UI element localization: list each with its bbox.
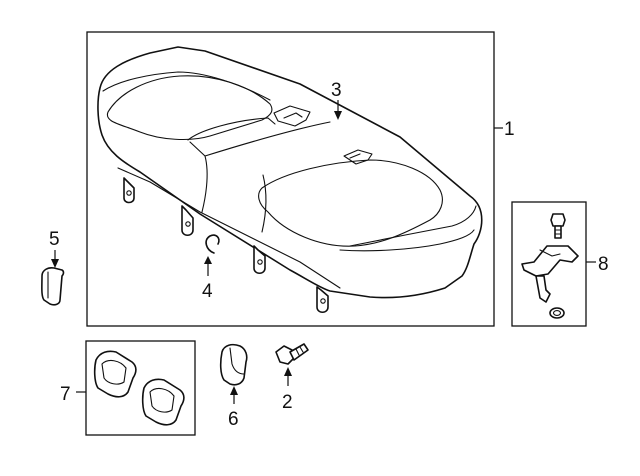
callout-5-arrow <box>51 259 59 268</box>
cover-cap-part-5 <box>41 267 65 306</box>
callout-3-label: 3 <box>331 80 342 101</box>
callout-4-label: 4 <box>202 281 213 302</box>
callout-7-label: 7 <box>60 384 71 405</box>
wire-clip-part-4 <box>205 234 220 254</box>
callout-2-label: 2 <box>282 392 293 413</box>
cover-cap-part-6 <box>219 343 248 386</box>
mounting-hook <box>181 205 194 237</box>
hardware-kit-frame <box>511 201 587 327</box>
callout-3-arrow <box>334 111 342 120</box>
callout-1-label: 1 <box>504 119 515 140</box>
callout-8-label: 8 <box>598 254 609 275</box>
bolt-part-2 <box>275 343 309 365</box>
seat-assembly-frame <box>86 31 495 327</box>
cover-cap <box>93 350 137 398</box>
seat-cushion <box>97 46 483 314</box>
callout-6-arrow <box>230 386 238 395</box>
cap-set-frame <box>85 340 196 436</box>
bolt <box>550 213 566 239</box>
callout-5-label: 5 <box>49 229 60 250</box>
cover-cap <box>141 378 185 426</box>
callout-4-arrow <box>204 256 212 264</box>
mounting-bracket <box>521 245 579 303</box>
mounting-hook <box>123 177 135 204</box>
callout-6-label: 6 <box>228 409 239 430</box>
mounting-hook <box>316 286 329 314</box>
washer <box>549 307 565 319</box>
mounting-hook <box>253 245 266 275</box>
callout-2-arrow <box>284 367 292 376</box>
